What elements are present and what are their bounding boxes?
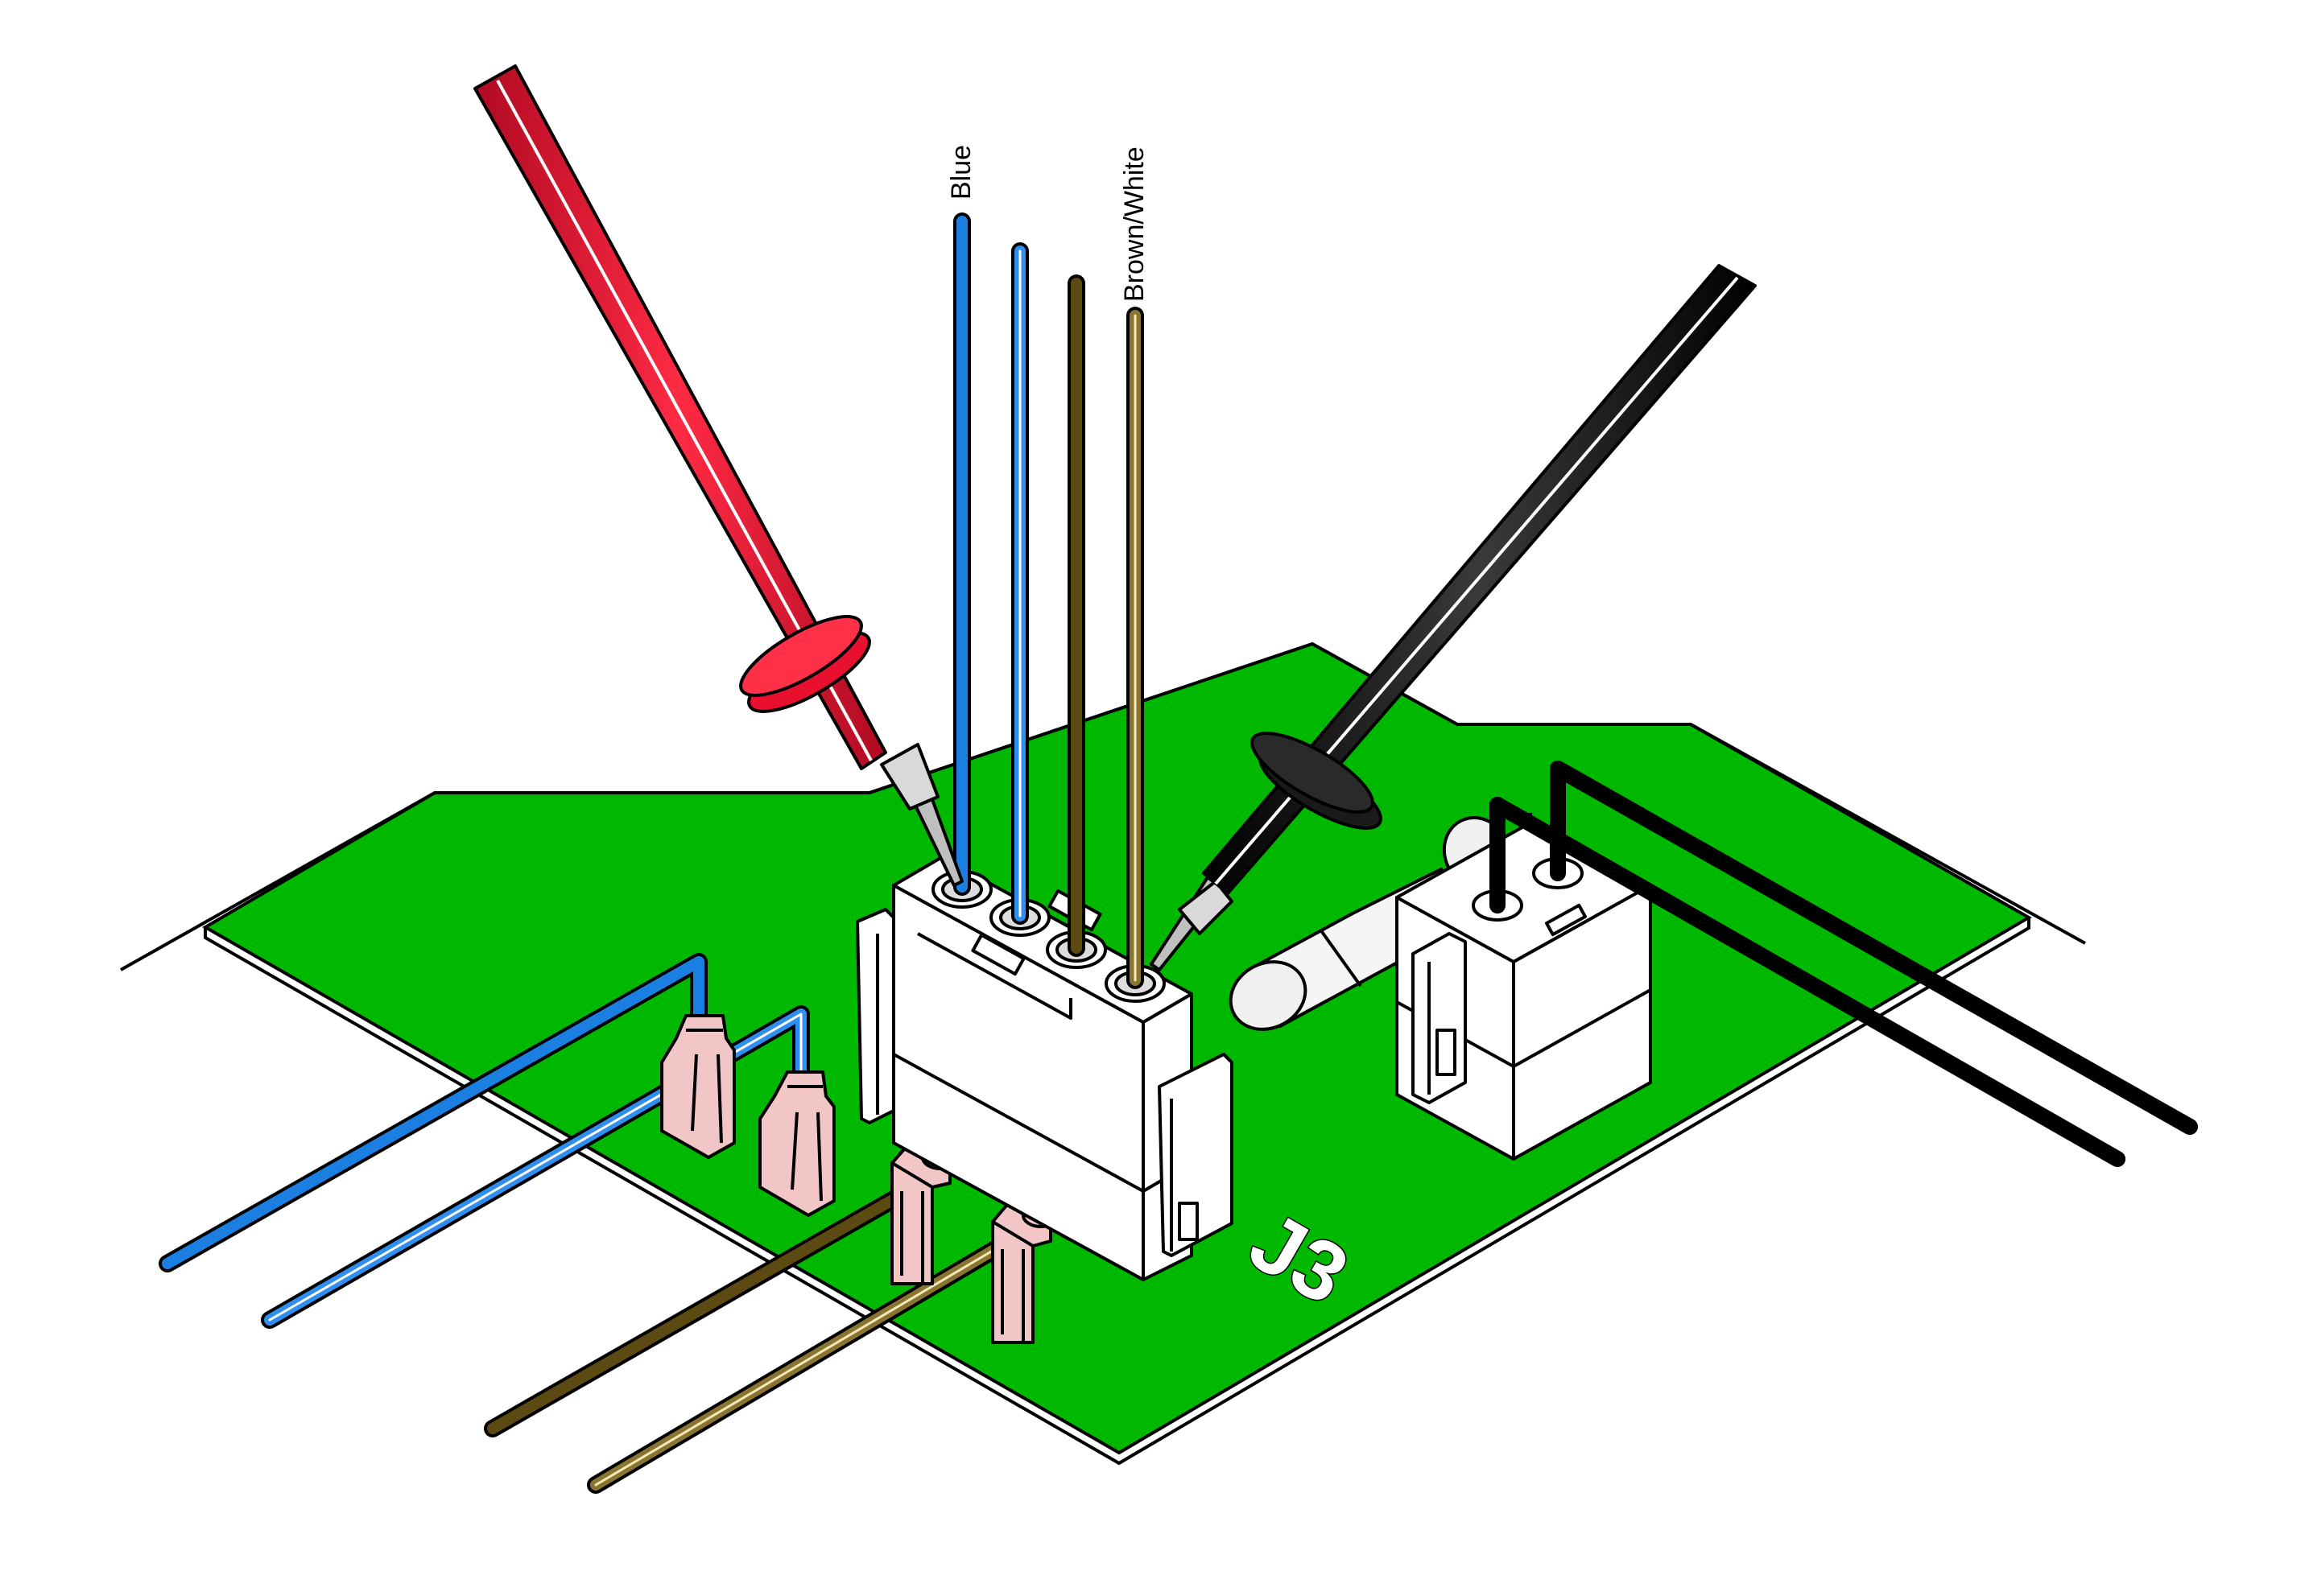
red-probe	[473, 64, 964, 887]
wire-label-blue: Blue	[946, 145, 977, 200]
power-connector	[1395, 761, 2198, 1167]
brown-terminal-2	[991, 1199, 1060, 1344]
connector-wires	[953, 212, 1144, 989]
blue-wire-harness	[159, 953, 810, 1329]
black-probe	[1150, 264, 1757, 971]
blue-terminal-1	[660, 1014, 736, 1159]
j3-connector	[856, 856, 1233, 1281]
wire-label-brown-white: Brown/White	[1119, 146, 1150, 302]
board-edge	[204, 918, 2030, 1466]
blue-terminal-2	[758, 1070, 836, 1217]
brown-wire-harness	[484, 1174, 1027, 1494]
